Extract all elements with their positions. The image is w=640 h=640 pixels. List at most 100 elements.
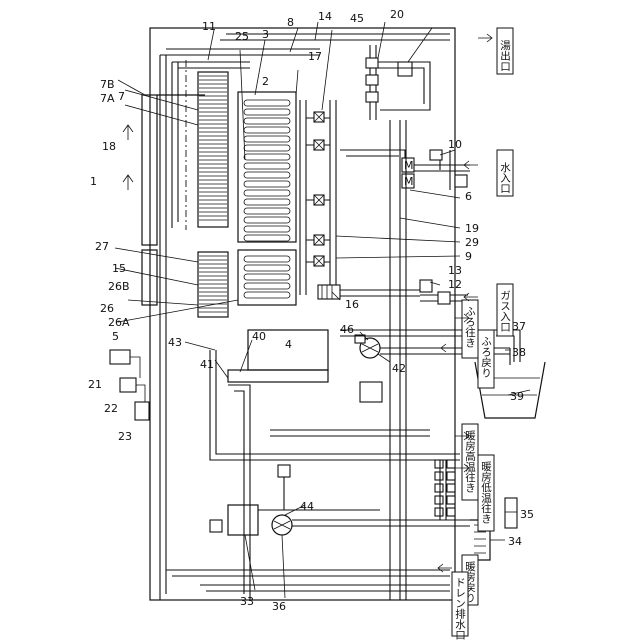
- burner-tube: [244, 100, 290, 106]
- ref-20: 20: [390, 8, 404, 21]
- heating-valve: [447, 496, 455, 504]
- ref-8: 8: [287, 16, 294, 29]
- heat-exchanger-26: [198, 252, 228, 317]
- ref-36: 36: [272, 600, 286, 613]
- expansion-tank-33: [228, 505, 258, 535]
- burner-tube: [244, 274, 290, 280]
- gas-valve-12: [438, 292, 450, 304]
- heating-return-pipe: [292, 520, 470, 526]
- ref-7B: 7B: [100, 78, 115, 91]
- heating-valve: [447, 472, 455, 480]
- bath-return-label: ふろ戻り: [480, 336, 492, 378]
- burner-assembly-lower: [238, 250, 296, 305]
- heat-exchanger-fins: [199, 76, 227, 220]
- gas-valves: [314, 112, 324, 266]
- ref-11: 11: [202, 20, 216, 33]
- ref-23: 23: [118, 430, 132, 443]
- ref-37: 37: [512, 320, 526, 333]
- burner-tube: [244, 181, 290, 187]
- ref-22: 22: [104, 402, 118, 415]
- ref-27: 27: [95, 240, 109, 253]
- motor-mark-1: M: [404, 159, 414, 172]
- ref-26A: 26A: [108, 316, 130, 329]
- heating-valve: [435, 508, 443, 516]
- heating-valve: [435, 484, 443, 492]
- ref-15: 15: [112, 262, 126, 275]
- gas-inlet-pipe: [336, 290, 420, 296]
- burner-tube: [244, 283, 290, 289]
- drain-pipe: [200, 585, 450, 591]
- ref-45: 45: [350, 12, 364, 25]
- port-arrow: [438, 564, 452, 572]
- housing-outline: [150, 28, 455, 600]
- heating-valve: [435, 472, 443, 480]
- bath-heat-exchanger: [360, 382, 382, 402]
- valve-heating: [278, 465, 290, 477]
- ref-29: 29: [465, 236, 479, 249]
- ref-12: 12: [448, 278, 462, 291]
- remote-controller-21[interactable]: [110, 350, 130, 364]
- ref-7: 7: [118, 90, 125, 103]
- ref-26: 26: [100, 302, 114, 315]
- top-pipe-inner: [172, 62, 250, 68]
- heating-tank-40: [228, 370, 328, 382]
- valve-45b: [366, 75, 378, 85]
- bottom-pipe: [166, 570, 450, 576]
- component-35: [505, 498, 517, 528]
- heating-pipe-41: [228, 385, 250, 600]
- ref-33: 33: [240, 595, 254, 608]
- ref-13: 13: [448, 264, 462, 277]
- heating-valve: [435, 460, 443, 468]
- remote-controller-23[interactable]: [135, 402, 149, 420]
- ref-4: 4: [285, 338, 292, 351]
- left-inner-pipe: [172, 62, 178, 228]
- burner-assembly-2: [238, 92, 296, 242]
- water-filter: [455, 175, 467, 187]
- gas-inlet-label: ガス入口: [499, 290, 511, 332]
- valve-45: [366, 58, 378, 68]
- ref-14: 14: [318, 10, 332, 23]
- heating-valve-cluster: [435, 460, 455, 516]
- ref-35: 35: [520, 508, 534, 521]
- pump-20: [398, 62, 412, 76]
- ref-41: 41: [200, 358, 214, 371]
- ref-18: 18: [102, 140, 116, 153]
- ref-21: 21: [88, 378, 102, 391]
- water-inlet-label: 水入口: [499, 162, 511, 194]
- ref-7A: 7A: [100, 92, 115, 105]
- ref-42: 42: [392, 362, 406, 375]
- port-arrow: [464, 161, 478, 169]
- burner-tube: [244, 292, 290, 298]
- heating-valve: [435, 496, 443, 504]
- port-arrow: [441, 344, 455, 352]
- ref-43: 43: [168, 336, 182, 349]
- ref-38: 38: [512, 346, 526, 359]
- ref-9: 9: [465, 250, 472, 263]
- burner-tubes: [244, 100, 290, 241]
- burner-tube: [244, 145, 290, 151]
- remote-controller-22[interactable]: [120, 378, 136, 392]
- ref-16: 16: [345, 298, 359, 311]
- burner-tube: [244, 109, 290, 115]
- ref-1: 1: [90, 175, 97, 188]
- water-supply-line: [414, 165, 470, 171]
- burner-tube: [244, 265, 290, 271]
- burner-tube: [244, 208, 290, 214]
- burner-tube: [244, 226, 290, 232]
- valve-45c: [366, 92, 378, 102]
- ref-19: 19: [465, 222, 479, 235]
- burner-tube: [244, 163, 290, 169]
- exhaust-flow-arrows: [123, 125, 133, 190]
- ref-2: 2: [262, 75, 269, 88]
- exhaust-arrow: [123, 125, 133, 140]
- ref-39: 39: [510, 390, 524, 403]
- heating-valve: [447, 460, 455, 468]
- heat-exchanger-fins-lower: [199, 256, 227, 312]
- burner-tube: [244, 199, 290, 205]
- ref-26B: 26B: [108, 280, 130, 293]
- ref-44: 44: [300, 500, 314, 513]
- ref-3: 3: [262, 28, 269, 41]
- ref-40: 40: [252, 330, 266, 343]
